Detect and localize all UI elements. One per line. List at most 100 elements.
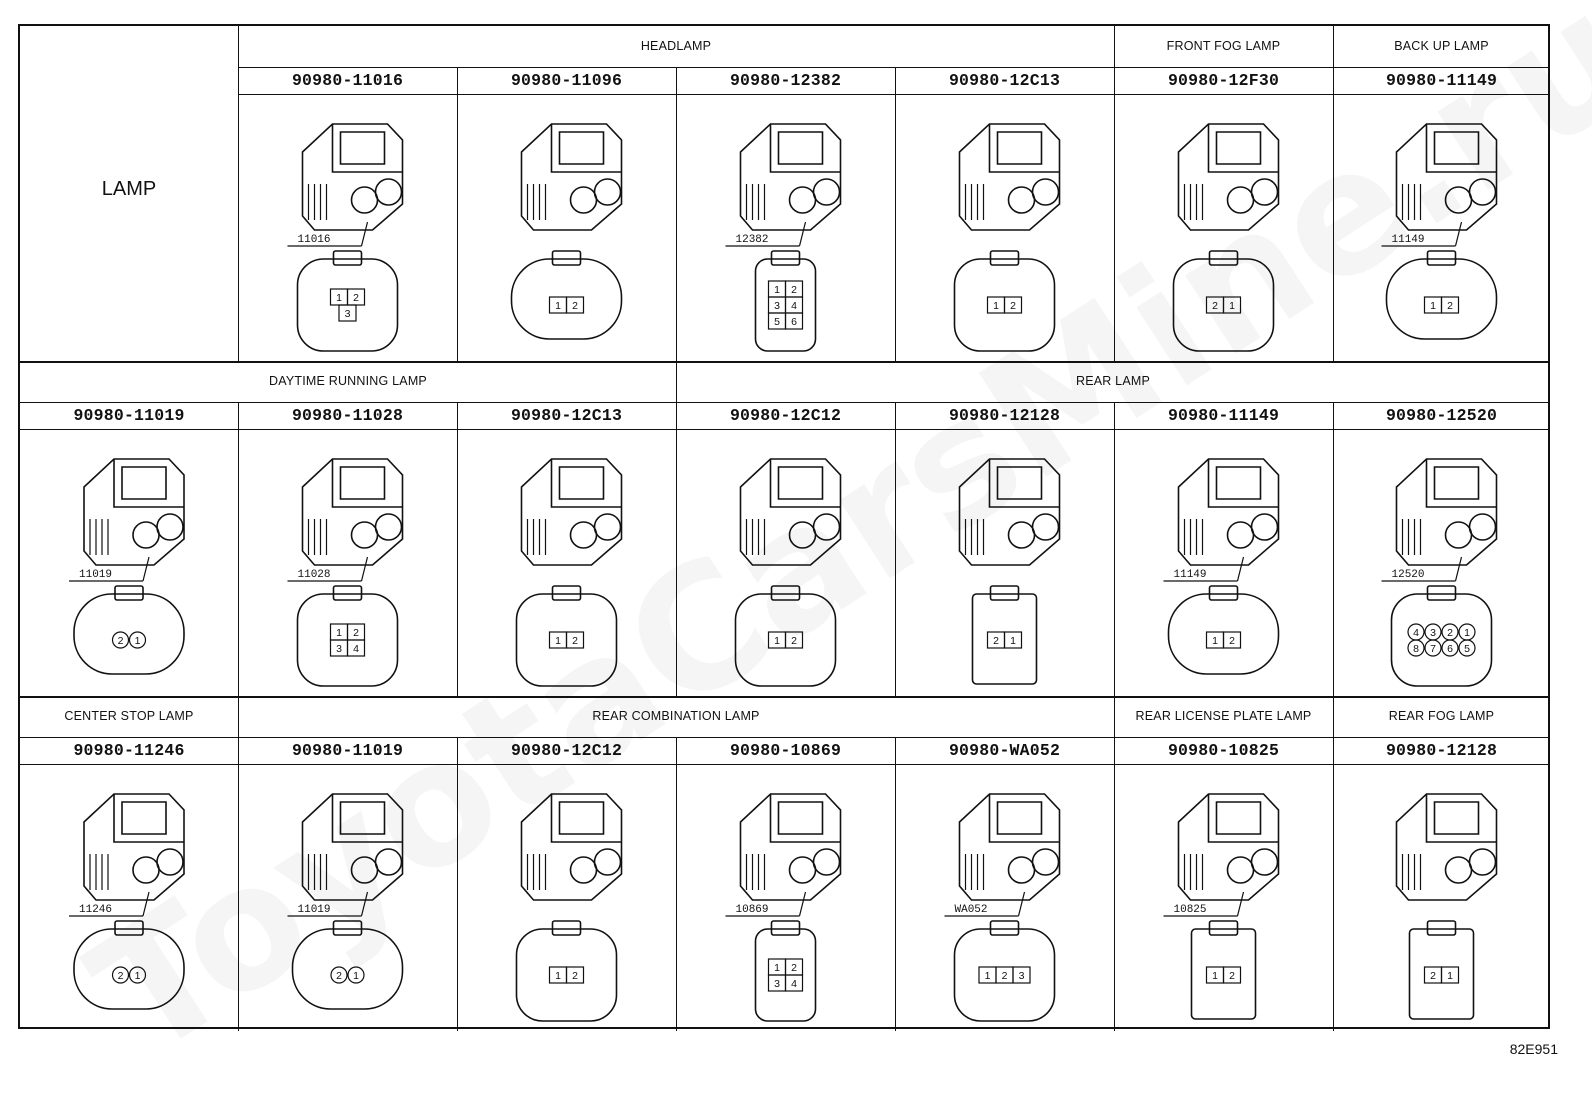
- connector-body-view: [1177, 458, 1280, 566]
- pin-number: 2: [1447, 627, 1453, 639]
- face-latch: [770, 585, 801, 601]
- callout-arrow: [798, 891, 807, 917]
- terminal-socket: [1226, 521, 1255, 549]
- part-number: 90980-11019: [73, 406, 185, 425]
- connector-body-view: [83, 458, 185, 566]
- pin-number: 2: [572, 970, 578, 982]
- pin-number: 1: [555, 300, 561, 312]
- group-divider: [1333, 26, 1334, 67]
- housing-edge: [988, 459, 1060, 508]
- callout-arrow: [142, 891, 150, 917]
- connector-body-view: [1177, 793, 1280, 901]
- partnumber-divider: [20, 764, 1550, 765]
- housing-outline: [520, 123, 623, 231]
- face-latch: [332, 250, 363, 266]
- column-divider: [895, 737, 896, 1031]
- pin-number: 2: [1430, 970, 1436, 982]
- housing-outline: [83, 793, 185, 901]
- part-number: 90980-12520: [1385, 406, 1498, 425]
- housing-outline: [739, 123, 842, 231]
- connector-body-view: [1177, 123, 1280, 231]
- column-divider: [676, 737, 677, 1031]
- part-number: 90980-12382: [729, 71, 842, 90]
- group-divider: [1114, 26, 1115, 67]
- terminal-socket: [1468, 178, 1497, 206]
- terminal-socket: [1468, 848, 1497, 876]
- face-outline: [291, 928, 404, 1010]
- housing-edge: [769, 124, 841, 173]
- connector-body-view: [1395, 458, 1498, 566]
- callout-label: 12382: [736, 234, 769, 246]
- housing-latch: [1215, 801, 1262, 835]
- pin-cavity: [565, 296, 585, 314]
- pin-number: 2: [1229, 970, 1235, 982]
- callout-arrow: [1454, 221, 1463, 247]
- housing-outline: [1177, 123, 1280, 231]
- pin-cavity: [1458, 639, 1476, 657]
- column-divider: [457, 402, 458, 696]
- terminal-socket: [593, 178, 622, 206]
- face-latch: [1208, 250, 1239, 266]
- housing-outline: [1395, 123, 1498, 231]
- terminal-socket: [1226, 856, 1255, 884]
- pin-number: 2: [118, 970, 124, 982]
- header-divider: [238, 67, 1550, 68]
- part-number: 90980-WA052: [948, 741, 1061, 760]
- pin-cavity: [347, 966, 365, 984]
- face-outline: [953, 928, 1056, 1022]
- connector-body-view: [301, 793, 404, 901]
- pin-number: 1: [555, 970, 561, 982]
- connector-body-view: [301, 123, 404, 231]
- pin-number: 3: [336, 643, 342, 655]
- pin-cavity: [111, 966, 130, 984]
- terminal-socket: [1444, 856, 1473, 884]
- terminal-socket: [812, 513, 841, 541]
- housing-outline: [301, 123, 404, 231]
- partnumber-divider: [238, 94, 1550, 95]
- pin-cavity: [784, 631, 804, 649]
- pin-number: 2: [572, 635, 578, 647]
- face-latch: [1426, 585, 1457, 601]
- housing-edge: [331, 794, 403, 843]
- column-divider: [676, 67, 677, 361]
- housing-outline: [958, 793, 1061, 901]
- connector-body-view: [1395, 123, 1498, 231]
- pin-number: 2: [791, 284, 797, 296]
- housing-outline: [1177, 793, 1280, 901]
- pin-number: 2: [791, 962, 797, 974]
- section-label: HEADLAMP: [640, 39, 712, 53]
- pin-number: 1: [353, 970, 359, 982]
- housing-edge: [1425, 124, 1497, 173]
- terminal-socket: [569, 186, 598, 214]
- column-divider: [457, 737, 458, 1031]
- terminal-socket: [1468, 513, 1497, 541]
- terminal-socket: [1250, 178, 1279, 206]
- part-number: 90980-11096: [510, 71, 623, 90]
- housing-outline: [520, 458, 623, 566]
- face-latch: [114, 920, 144, 936]
- housing-edge: [1207, 794, 1279, 843]
- terminal-socket: [156, 513, 184, 541]
- group-divider: [1333, 696, 1334, 737]
- face-outline: [510, 258, 623, 340]
- connector-body-view: [520, 458, 623, 566]
- housing-edge: [113, 794, 184, 843]
- face-latch: [332, 920, 363, 936]
- pin-cavity: [1222, 631, 1242, 649]
- pin-number: 5: [1464, 643, 1470, 655]
- pin-number: 2: [1447, 300, 1453, 312]
- face-outline: [296, 258, 399, 352]
- section-label: REAR LICENSE PLATE LAMP: [1135, 709, 1312, 723]
- pin-number: 1: [135, 970, 141, 982]
- housing-edge: [113, 459, 184, 508]
- face-latch: [1426, 250, 1457, 266]
- connector-body-view: [83, 793, 185, 901]
